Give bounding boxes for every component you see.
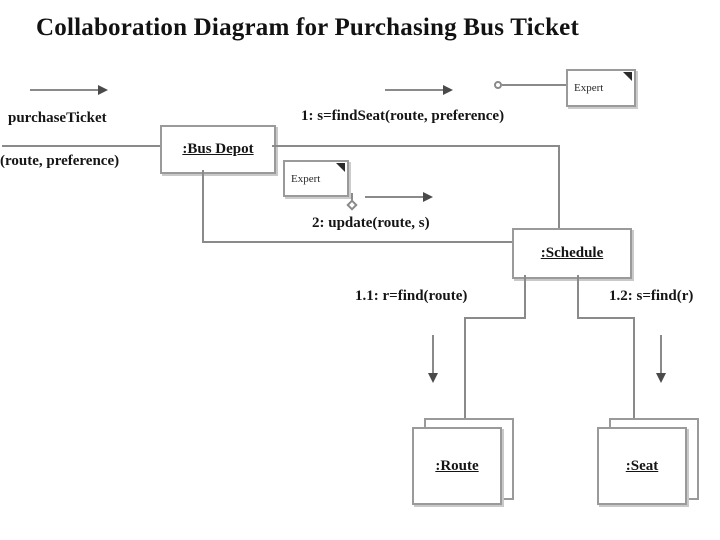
link-busdepot-lower-h	[202, 241, 514, 243]
message-1-1-label: 1.1: r=find(route)	[355, 288, 468, 304]
link-busdepot-schedule-v	[558, 145, 560, 230]
note-anchor-diamond-mid	[346, 199, 358, 211]
arrow-shaft	[660, 335, 662, 373]
note-fold-corner-icon	[623, 72, 632, 81]
object-bus-depot[interactable]: :Bus Depot	[160, 125, 276, 174]
entry-message-name: purchaseTicket	[8, 110, 107, 126]
message-1-2-label: 1.2: s=find(r)	[609, 288, 694, 304]
entry-link-line	[2, 145, 162, 147]
note-expert-top[interactable]: Expert	[566, 69, 636, 107]
note-expert-mid[interactable]: Expert	[283, 160, 349, 197]
link-schedule-route-h	[464, 317, 526, 319]
object-seat[interactable]: :Seat	[597, 427, 687, 505]
arrow-shaft	[365, 196, 423, 198]
page-title: Collaboration Diagram for Purchasing Bus…	[36, 14, 580, 41]
link-schedule-seat-h	[577, 317, 635, 319]
entry-message-args: (route, preference)	[0, 153, 120, 169]
object-route-label: :Route	[435, 457, 479, 474]
arrow-head	[98, 85, 108, 95]
message-1-arrow	[385, 84, 453, 96]
arrow-head	[423, 192, 433, 202]
note-leader-line-mid	[351, 193, 353, 202]
link-schedule-seat-v2	[633, 317, 635, 425]
arrow-shaft	[30, 89, 98, 91]
arrow-shaft	[385, 89, 443, 91]
link-schedule-route-v2	[464, 317, 466, 425]
message-1-label: 1: s=findSeat(route, preference)	[301, 108, 505, 124]
message-1-1-arrow	[427, 335, 439, 383]
object-route[interactable]: :Route	[412, 427, 502, 505]
arrow-shaft	[432, 335, 434, 373]
message-2-label: 2: update(route, s)	[312, 215, 430, 231]
object-seat-label: :Seat	[625, 457, 659, 474]
link-schedule-route-v1	[524, 275, 526, 319]
object-bus-depot-label: :Bus Depot	[182, 141, 254, 157]
note-fold-corner-icon	[336, 163, 345, 172]
object-schedule[interactable]: :Schedule	[512, 228, 632, 279]
note-leader-line-top	[502, 84, 566, 86]
arrow-head	[428, 373, 438, 383]
message-1-2-arrow	[655, 335, 667, 383]
arrow-head	[443, 85, 453, 95]
entry-message-arrow	[30, 84, 108, 96]
arrow-head	[656, 373, 666, 383]
message-2-arrow	[365, 191, 433, 203]
note-expert-mid-label: Expert	[291, 172, 321, 185]
link-busdepot-schedule-h	[272, 145, 560, 147]
note-anchor-circle-top	[494, 81, 502, 89]
link-schedule-seat-v1	[577, 275, 579, 319]
note-expert-top-label: Expert	[574, 82, 604, 94]
link-busdepot-lower-v	[202, 170, 204, 243]
object-schedule-label: :Schedule	[540, 245, 604, 261]
